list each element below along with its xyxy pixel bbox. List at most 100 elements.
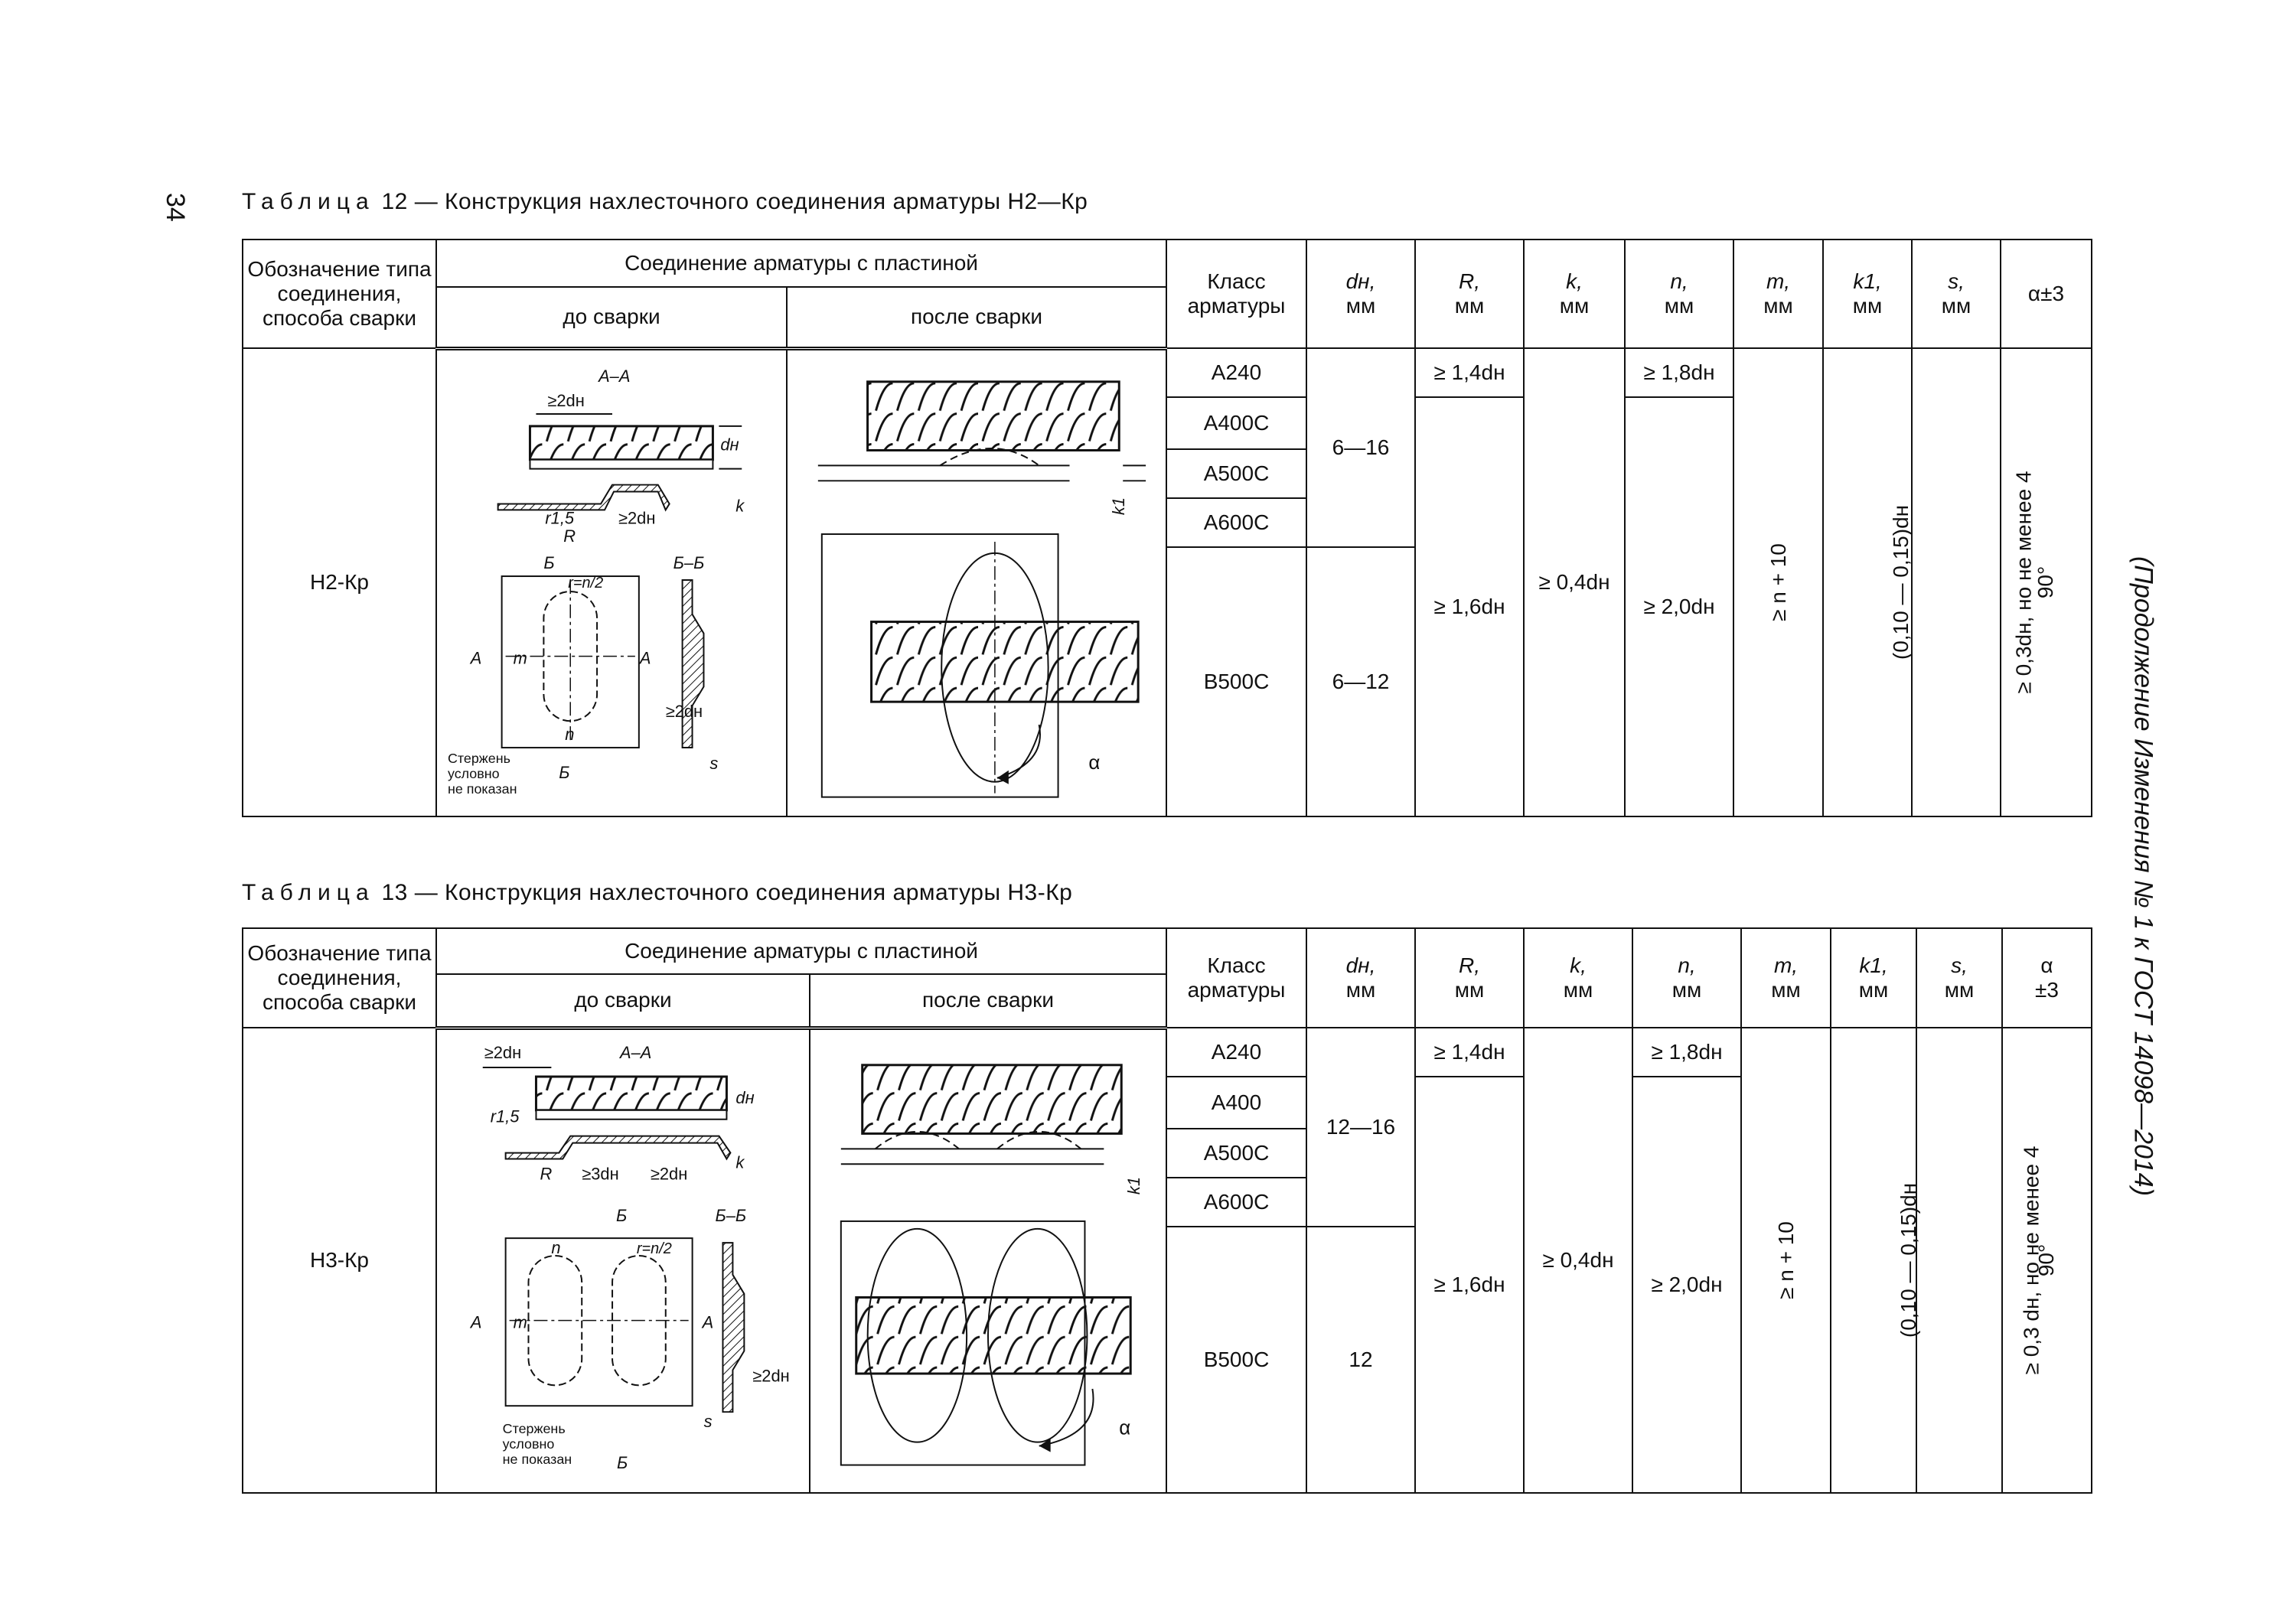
table13-caption-text: 13 — Конструкция нахлесточного соединени…: [381, 880, 1073, 905]
t13-s-cell: ≥ 0,3 dн, но не менее 4: [1916, 1027, 2043, 1494]
t12-h-k1: k1,мм: [1822, 239, 1913, 349]
t12-fb-k: k: [735, 496, 745, 515]
t12-fb-aa: А–А: [597, 367, 630, 386]
t13-h-before: до сварки: [435, 973, 810, 1030]
t13-fb-g2dn: ≥2dн: [484, 1043, 521, 1062]
t12-k1-cell: (0,10 — 0,15)dн: [1822, 347, 1913, 817]
t12-h-before: до сварки: [435, 286, 788, 350]
t12-s-cell: ≥ 0,3dн, но не менее 4: [1911, 347, 2036, 817]
t13-fb-R: R: [540, 1164, 552, 1183]
t13-h-dn: dн,мм: [1306, 927, 1416, 1028]
t12-s: ≥ 0,3dн, но не менее 4: [2011, 471, 2036, 694]
table12: Обозначение типа соединения, способа сва…: [242, 239, 2092, 817]
t13-type: Н3-Кр: [242, 1027, 437, 1494]
t12-fb-g2dn2: ≥2dн: [618, 508, 655, 527]
t13-class-5: В500С: [1166, 1225, 1307, 1494]
t12-m: ≥ n + 10: [1766, 543, 1790, 621]
t12-fb-a1: А: [469, 648, 482, 667]
t13-h-m: m,мм: [1740, 927, 1831, 1028]
t12-class-2: А400С: [1166, 396, 1307, 450]
t12-m-cell: ≥ n + 10: [1733, 347, 1824, 817]
t13-fb-m: m: [514, 1312, 527, 1331]
t13-fb-aa: А–А: [618, 1043, 651, 1062]
t13-h-n: n,мм: [1632, 927, 1742, 1028]
t13-h-s: s,мм: [1916, 927, 2003, 1028]
t12-h-designation: Обозначение типа соединения, способа сва…: [242, 239, 437, 349]
t13-class-2: А400: [1166, 1076, 1307, 1129]
t13-fb-rn2: r=n/2: [637, 1240, 672, 1257]
t13-alpha-cell: 90°: [2001, 1027, 2092, 1494]
t12-fb-note3: не показан: [448, 781, 517, 796]
continuation-note: (Продолжение Изменения № 1 к ГОСТ 14098—…: [2128, 556, 2158, 1197]
t13-alpha: 90°: [2034, 1243, 2059, 1276]
t13-R-2: ≥ 1,6dн: [1414, 1076, 1525, 1494]
t12-alpha: 90°: [2033, 565, 2058, 598]
t12-dn-2: 6—12: [1306, 546, 1416, 817]
table12-caption-text: 12 — Конструкция нахлесточного соединени…: [381, 189, 1088, 214]
t12-n-2: ≥ 2,0dн: [1624, 396, 1734, 817]
t13-dn-2: 12: [1306, 1225, 1416, 1494]
t13-h-k1: k1,мм: [1830, 927, 1917, 1028]
t12-k: ≥ 0,4dн: [1523, 347, 1626, 817]
table12-caption: Таблица 12 — Конструкция нахлесточного с…: [242, 189, 1088, 215]
t12-fb-note1: Стержень: [448, 750, 510, 765]
t12-h-n: n,мм: [1624, 239, 1734, 349]
t12-fb-g2dn3: ≥2dн: [666, 702, 703, 721]
t13-fb-s: s: [704, 1412, 713, 1431]
t12-alpha-cell: 90°: [2000, 347, 2092, 817]
t12-fb-b1: Б: [543, 553, 554, 572]
t13-fig-after-cell: k1 α: [809, 1027, 1167, 1494]
t12-fb-b2: Б: [559, 762, 569, 781]
t12-dn-1: 6—16: [1306, 347, 1416, 548]
t12-fb-rn2: r=n/2: [568, 574, 603, 591]
t13-fb-r15: r1,5: [491, 1106, 520, 1126]
t13-fig-after: k1 α: [840, 1064, 1143, 1466]
t12-R-2: ≥ 1,6dн: [1414, 396, 1525, 817]
t12-n-1: ≥ 1,8dн: [1624, 347, 1734, 398]
t13-fb-g2dn2: ≥2dн: [651, 1164, 687, 1183]
t12-fb-a2: А: [638, 648, 651, 667]
t12-class-4: А600С: [1166, 497, 1307, 548]
t12-R-1: ≥ 1,4dн: [1414, 347, 1525, 398]
t13-fb-dn: dн: [735, 1087, 754, 1106]
t13-class-3: А500С: [1166, 1127, 1307, 1178]
t12-fb-r15: r1,5: [545, 508, 575, 527]
t12-fig-before-cell: А–А ≥2dн dн k r1,5 ≥2dн R Б Б–Б r=n/2: [435, 347, 788, 817]
t13-fb-g2dn3: ≥2dн: [752, 1366, 789, 1385]
t13-h-after: после сварки: [809, 973, 1167, 1030]
t12-fig-after-cell: k1 α: [786, 347, 1167, 817]
t12-fb-s: s: [709, 753, 718, 772]
t12-h-class: Класс арматуры: [1166, 239, 1307, 349]
t12-fb-bb: Б–Б: [673, 553, 705, 572]
t12-h-connection: Соединение арматуры с пластиной: [435, 239, 1167, 288]
t13-h-class: Класс арматуры: [1166, 927, 1307, 1028]
t13-fb-bb: Б–Б: [716, 1206, 747, 1225]
t12-class-5: В500С: [1166, 546, 1307, 817]
t13-h-alpha: α±3: [2001, 927, 2092, 1028]
t13-fa-k1: k1: [1124, 1177, 1143, 1194]
table13-caption: Таблица 13 — Конструкция нахлесточного с…: [242, 880, 1072, 906]
t12-type: Н2-Кр: [242, 347, 437, 817]
t12-k1: (0,10 — 0,15)dн: [1889, 504, 1913, 660]
table12-caption-label: Таблица: [242, 189, 375, 214]
t13-n-2: ≥ 2,0dн: [1632, 1076, 1742, 1494]
t13-fig-before: ≥2dн А–А dн r1,5 k R ≥3dн ≥2dн Б Б–Б n r: [469, 1043, 790, 1472]
t13-fa-alpha: α: [1119, 1418, 1130, 1439]
t12-fb-dn: dн: [720, 435, 739, 454]
t13-fb-k: k: [735, 1152, 745, 1172]
table13: Обозначение типа соединения, способа сва…: [242, 927, 2092, 1494]
t13-fb-note2: условно: [503, 1436, 555, 1451]
t12-fa-k1: k1: [1109, 497, 1128, 515]
t13-k1: (0,10 — 0,15)dн: [1896, 1182, 1921, 1338]
t12-h-dn: dн,мм: [1306, 239, 1416, 349]
t12-fb-n: n: [565, 725, 574, 744]
t13-fb-note1: Стержень: [503, 1421, 566, 1436]
t13-fb-a2: А: [701, 1312, 714, 1331]
t13-n-1: ≥ 1,8dн: [1632, 1027, 1742, 1077]
t13-fb-b1: Б: [616, 1206, 627, 1225]
t13-h-k: k,мм: [1523, 927, 1633, 1028]
t13-class-4: А600С: [1166, 1176, 1307, 1227]
t12-fa-alpha: α: [1088, 752, 1100, 774]
t12-class-1: А240: [1166, 347, 1307, 398]
t13-m-cell: ≥ n + 10: [1740, 1027, 1831, 1494]
